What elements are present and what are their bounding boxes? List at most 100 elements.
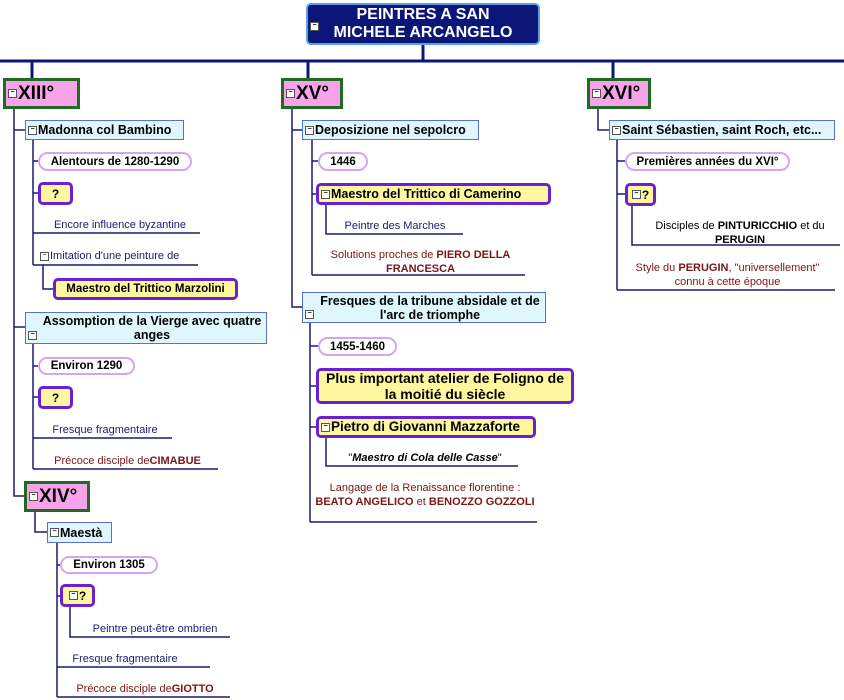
date-oval[interactable]: Premières années du XVI° xyxy=(625,152,790,171)
painter-name: PINTURICCHIO xyxy=(717,220,798,232)
date-label: 1455-1460 xyxy=(330,340,385,353)
note-text: Style du xyxy=(635,262,679,274)
note[interactable]: Disciples de PINTURICCHIO et du PERUGIN xyxy=(645,219,835,247)
root-node[interactable]: PEINTRES A SAN MICHELE ARCANGELO xyxy=(306,3,540,45)
topic-label: Deposizione nel sepolcro xyxy=(315,123,466,137)
question-node[interactable]: ? xyxy=(60,584,95,607)
quote-mark: " xyxy=(348,452,353,464)
collapse-icon[interactable] xyxy=(8,89,17,98)
date-label: Premières années du XVI° xyxy=(636,155,779,168)
root-title: PEINTRES A SAN MICHELE ARCANGELO xyxy=(333,6,513,41)
note[interactable]: Peintre peut-être ombrien xyxy=(80,622,230,636)
note-text: Précoce disciple de xyxy=(76,683,172,695)
collapse-icon[interactable] xyxy=(28,125,37,135)
note-text: , "universellement" connu à cette époque xyxy=(674,262,820,288)
node-label: ? xyxy=(78,588,87,603)
note[interactable]: Style du PERUGIN, "universellement" conn… xyxy=(625,261,830,289)
topic-deposizione[interactable]: Deposizione nel sepolcro xyxy=(302,120,479,140)
note[interactable]: Fresque fragmentaire xyxy=(60,652,190,666)
painter-name: BEATO ANGELICO xyxy=(315,496,414,508)
collapse-icon[interactable] xyxy=(592,89,601,98)
collapse-icon[interactable] xyxy=(286,89,295,98)
painter-name: PERUGIN xyxy=(678,262,729,274)
date-label: Environ 1290 xyxy=(50,360,123,372)
node-label: ? xyxy=(51,186,60,201)
node-label: Maestro del Trittico di Camerino xyxy=(331,187,522,201)
collapse-icon[interactable] xyxy=(612,125,621,135)
date-oval[interactable]: Environ 1305 xyxy=(60,556,158,574)
topic-maesta[interactable]: Maestà xyxy=(47,522,112,543)
note-text: et du xyxy=(797,220,825,232)
date-label: Alentours de 1280-1290 xyxy=(50,155,180,168)
century-xiv[interactable]: XIV° xyxy=(24,481,90,512)
topic-saint-sebastien[interactable]: Saint Sébastien, saint Roch, etc... xyxy=(609,120,835,140)
topic-label: Saint Sébastien, saint Roch, etc... xyxy=(622,123,822,137)
note[interactable]: Langage de la Renaissance florentine : B… xyxy=(315,481,535,521)
topic-madonna[interactable]: Madonna col Bambino xyxy=(25,120,184,140)
note-text: Encore influence byzantine xyxy=(53,219,187,231)
note-text: Fresque fragmentaire xyxy=(72,653,178,665)
century-label: XVI° xyxy=(602,82,641,104)
node-label: Plus important atelier de Foligno de la … xyxy=(325,370,565,402)
note[interactable]: "Maestro di Cola delle Casse" xyxy=(335,451,515,465)
date-oval[interactable]: Alentours de 1280-1290 xyxy=(38,152,192,171)
node-label: ? xyxy=(641,187,650,202)
century-label: XV° xyxy=(296,82,329,104)
century-label: XIII° xyxy=(18,82,55,104)
quote-mark: " xyxy=(497,452,502,464)
century-xv[interactable]: XV° xyxy=(281,78,343,109)
painter-name: GIOTTO xyxy=(171,683,214,695)
collapse-icon[interactable] xyxy=(321,189,330,199)
collapse-icon[interactable] xyxy=(50,528,59,537)
painter-node[interactable]: Maestro del Trittico di Camerino xyxy=(316,183,551,205)
note-text: Précoce disciple de xyxy=(54,455,150,467)
century-xiii[interactable]: XIII° xyxy=(3,78,80,109)
question-node[interactable]: ? xyxy=(38,386,73,409)
painter-name: PERUGIN xyxy=(714,234,766,246)
collapse-icon[interactable] xyxy=(310,22,319,31)
note-text: Solutions proches de xyxy=(330,249,437,261)
node-label: Pietro di Giovanni Mazzaforte xyxy=(331,419,521,434)
date-label: 1446 xyxy=(330,155,356,168)
note[interactable]: Peintre des Marches xyxy=(335,219,455,233)
painter-node[interactable]: Pietro di Giovanni Mazzaforte xyxy=(316,416,536,438)
topic-label: Madonna col Bambino xyxy=(38,123,172,137)
collapse-icon[interactable] xyxy=(40,251,49,261)
note[interactable]: Précoce disciple de GIOTTO xyxy=(60,682,230,696)
note-text: Disciples de xyxy=(655,220,718,232)
note[interactable]: Précoce disciple de CIMABUE xyxy=(35,454,220,468)
question-node[interactable]: ? xyxy=(38,182,73,205)
painter-node[interactable]: Maestro del Trittico Marzolini xyxy=(53,278,238,300)
note[interactable]: Solutions proches de PIERO DELLA FRANCES… xyxy=(318,248,523,276)
collapse-icon[interactable] xyxy=(305,125,314,135)
date-oval[interactable]: 1455-1460 xyxy=(318,337,397,356)
note-text: Peintre des Marches xyxy=(344,220,446,232)
node-label: ? xyxy=(51,390,60,405)
painter-name: BENOZZO GOZZOLI xyxy=(428,496,535,508)
date-label: Environ 1305 xyxy=(73,559,145,571)
painter-name: CIMABUE xyxy=(149,455,201,467)
collapse-icon[interactable] xyxy=(28,331,37,340)
note-imitation[interactable]: Imitation d'une peinture de xyxy=(40,249,200,263)
note[interactable]: Fresque fragmentaire xyxy=(40,423,170,437)
collapse-icon[interactable] xyxy=(29,492,38,501)
century-xvi[interactable]: XVI° xyxy=(587,78,651,109)
note-text: Imitation d'une peinture de xyxy=(50,250,180,262)
note-text: Maestro di Cola delle Casse xyxy=(352,452,498,464)
note-text: et xyxy=(413,496,429,508)
collapse-icon[interactable] xyxy=(321,422,330,432)
question-node[interactable]: ? xyxy=(625,183,656,206)
topic-label: Assomption de la Vierge avec quatre ange… xyxy=(42,314,262,342)
highlight-node[interactable]: Plus important atelier de Foligno de la … xyxy=(316,368,574,404)
date-oval[interactable]: 1446 xyxy=(318,152,368,171)
topic-fresques[interactable]: Fresques de la tribune absidale et de l'… xyxy=(302,292,546,323)
collapse-icon[interactable] xyxy=(631,190,641,199)
node-label: Maestro del Trittico Marzolini xyxy=(66,283,225,295)
collapse-icon[interactable] xyxy=(68,591,78,600)
date-oval[interactable]: Environ 1290 xyxy=(38,357,135,375)
collapse-icon[interactable] xyxy=(305,310,314,319)
topic-assomption[interactable]: Assomption de la Vierge avec quatre ange… xyxy=(25,312,267,344)
note[interactable]: Encore influence byzantine xyxy=(45,218,195,232)
note-text: Langage de la Renaissance florentine : xyxy=(329,482,521,494)
topic-label: Fresques de la tribune absidale et de l'… xyxy=(320,293,540,322)
